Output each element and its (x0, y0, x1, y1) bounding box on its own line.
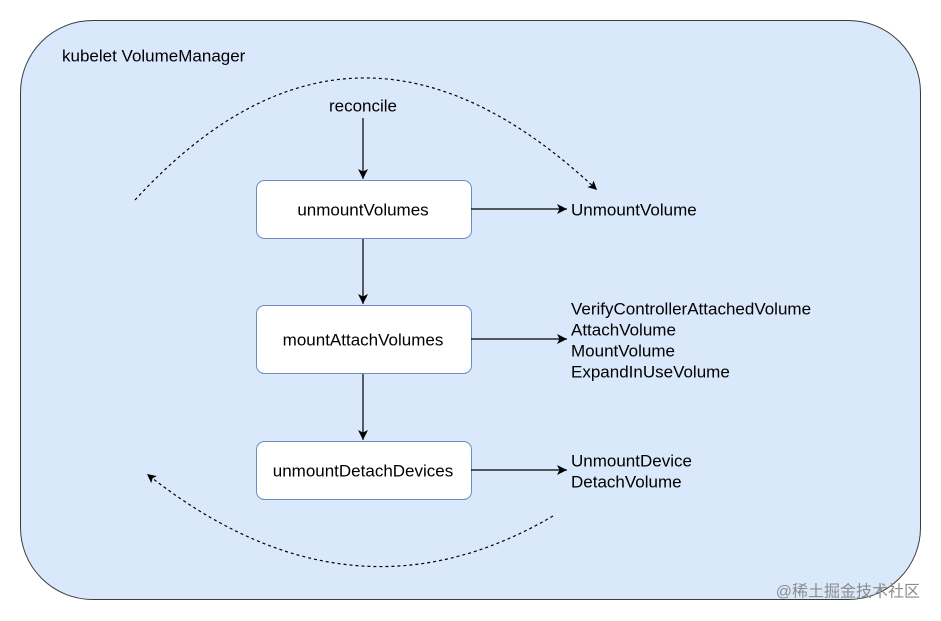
step-label-unmount-volumes: unmountVolumes (297, 201, 428, 220)
operation-detach-volume: DetachVolume (571, 473, 682, 492)
step-label-unmount-detach-devices: unmountDetachDevices (273, 462, 453, 481)
operation-unmount-device: UnmountDevice (571, 452, 692, 471)
loop-curve-top (134, 77, 598, 201)
operation-verify-controller-attached-volume: VerifyControllerAttachedVolume (571, 300, 811, 319)
loop-curve-bottom (146, 473, 554, 568)
reconcile-label: reconcile (329, 97, 397, 116)
step-label-mount-attach-volumes: mountAttachVolumes (283, 331, 444, 350)
operation-expand-in-use-volume: ExpandInUseVolume (571, 363, 730, 382)
container-title: kubelet VolumeManager (62, 47, 246, 66)
operation-mount-volume: MountVolume (571, 342, 675, 361)
operation-attach-volume: AttachVolume (571, 321, 676, 340)
operation-unmount-volume: UnmountVolume (571, 201, 697, 220)
watermark-text: @稀土掘金技术社区 (776, 583, 920, 601)
